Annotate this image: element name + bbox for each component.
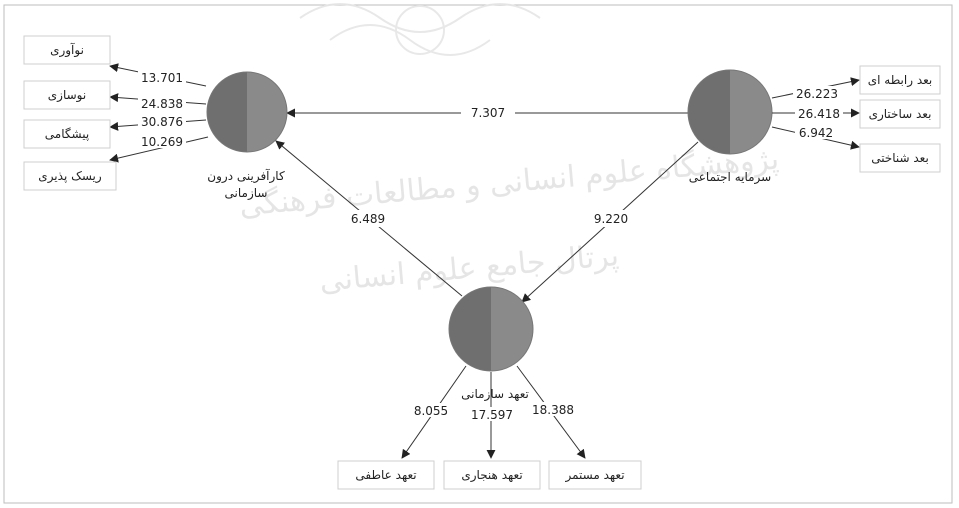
loading-line [109,136,209,163]
indicator-box [23,80,111,110]
indicator-box [23,119,111,149]
latent-commitment-right-half [491,287,533,371]
indicator-box [337,460,435,490]
loading-coef: 17.597 [471,408,513,422]
indicator-label: بعد ساختاری [869,107,932,122]
path-coef-commitment-to-intrapreneurship: 6.489 [351,212,385,226]
indicator-label: تعهد هنجاری [461,468,522,483]
indicator-label: نوسازی [48,88,86,103]
loading-coef: 26.418 [798,107,840,121]
loading-coef: 10.269 [141,135,183,149]
latent-commitment-outline [448,286,534,372]
coef-bg [412,403,450,417]
latent-social-capital-left-half [688,70,730,154]
indicator-label: ریسک پذیری [38,169,102,184]
indicator-box [23,35,111,65]
latent-social-capital-right-half [730,70,772,154]
indicator-label: پیشگامی [45,127,89,141]
watermark: پژوهشگاه علوم انسانی و مطالعات فرهنگی پر… [238,3,780,299]
indicator-label: بعد شناختی [871,151,929,165]
path-coef-bg [347,210,389,227]
coef-bg [795,125,837,139]
coef-bg [138,134,186,148]
path-coef-bg [590,210,632,227]
structural-paths: 7.307 6.489 9.220 [275,104,699,303]
loading-coef: 30.876 [141,115,183,129]
indicator-box [443,460,541,490]
indicator-label: نوآوری [50,42,84,58]
watermark-emblem [299,3,541,56]
indicator-label: بعد رابطه ای [868,73,933,88]
loading-coef: 13.701 [141,71,183,85]
coef-bg [793,86,841,100]
latent-intrapreneurship: کارآفرینی درون سازمانی [206,71,288,201]
latent-commitment-left-half [449,287,491,371]
latent-social-capital-outline [687,69,773,155]
latent-intrapreneurship-label-line2: سازمانی [225,186,268,201]
latent-commitment-label: تعهد سازمانی [461,387,529,402]
coef-bg [138,114,186,128]
indicators-intrapreneurship: 13.701 24.838 30.876 10.269 نوآوری نوساز… [23,35,209,191]
path-coef-social-to-commitment: 9.220 [594,212,628,226]
indicators-commitment: 8.055 17.597 18.388 تعهد عاطفی تعهد هنجا… [337,365,642,490]
loading-coef: 6.942 [799,126,833,140]
indicator-label: تعهد مستمر [564,468,624,483]
coef-bg [138,70,186,84]
loading-coef: 8.055 [414,404,448,418]
indicators-social-capital: 26.223 26.418 6.942 بعد رابطه ای بعد ساخ… [771,65,941,173]
latent-intrapreneurship-right-half [247,72,287,152]
indicator-box [859,143,941,173]
latent-intrapreneurship-outline [206,71,288,153]
indicator-box [548,460,642,490]
coef-bg [470,407,514,421]
indicator-box [859,65,941,95]
diagram-frame [3,4,953,504]
coef-bg [795,106,843,120]
coef-bg [530,402,576,416]
indicator-box [859,99,941,129]
watermark-line2: پرتال جامع علوم انسانی [318,238,620,299]
path-coef-social-to-intrapreneurship: 7.307 [471,106,505,120]
loading-coef: 18.388 [532,403,574,417]
indicator-box [23,161,117,191]
path-coef-bg [461,104,515,121]
latent-intrapreneurship-label-line1: کارآفرینی درون [207,168,285,184]
coef-bg [138,96,186,110]
indicator-label: تعهد عاطفی [355,468,416,482]
loading-coef: 24.838 [141,97,183,111]
loading-coef: 26.223 [796,87,838,101]
latent-intrapreneurship-left-half [207,72,247,152]
latent-social-capital-label: سرمایه اجتماعی [689,170,771,185]
